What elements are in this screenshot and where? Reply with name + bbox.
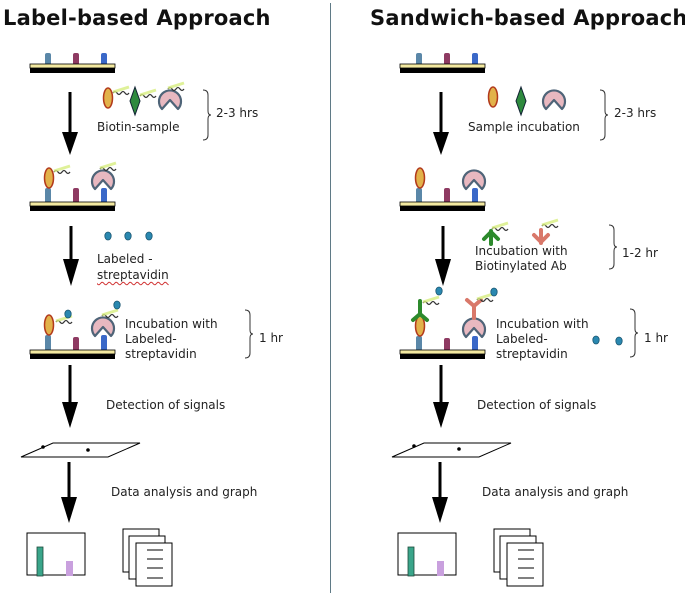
right-detection-plate [391, 442, 512, 458]
right-step1-label: Sample incubation [468, 120, 580, 134]
left-brace-1 [202, 89, 212, 141]
left-slide-3 [29, 300, 121, 360]
right-bar-graph-icon [397, 532, 457, 577]
left-step3-label-line2: Labeled- [125, 332, 177, 346]
right-step2-time: 1-2 hr [622, 246, 658, 260]
left-arrow-3 [62, 365, 78, 428]
left-panel-title: Label-based Approach [3, 6, 271, 30]
left-step1-time: 2-3 hrs [216, 106, 259, 120]
right-slide-3 [399, 286, 498, 360]
right-analysis-label: Data analysis and graph [482, 485, 629, 499]
left-step3-time: 1 hr [259, 331, 283, 345]
left-arrow-2 [63, 226, 79, 286]
right-arrow-2 [435, 226, 451, 286]
left-step2-label-line2: streptavidin [97, 268, 169, 282]
left-detection-plate [20, 442, 141, 458]
right-arrow-1 [433, 92, 449, 155]
right-step3-time: 1 hr [644, 331, 668, 345]
left-streptavidin-dots [104, 231, 153, 241]
right-documents-icon [493, 528, 544, 587]
right-slide-1 [399, 53, 486, 74]
right-sample-molecules [487, 85, 567, 117]
left-documents-icon [122, 528, 173, 587]
left-arrow-4 [61, 462, 77, 523]
right-biotinylated-antibodies [482, 218, 560, 246]
left-step1-label: Biotin-sample [97, 120, 180, 134]
left-slide-2 [29, 161, 118, 212]
left-step3-label-line1: Incubation with [125, 317, 218, 331]
left-step3-label-line3: streptavidin [125, 347, 197, 361]
left-arrow-1 [62, 92, 78, 155]
right-step2-label-line2: Biotinylated Ab [475, 259, 567, 273]
left-step2-label-line1: Labeled - [97, 252, 153, 266]
right-step3-label-line3: streptavidin [496, 347, 568, 361]
right-step3-label-line1: Incubation with [496, 317, 589, 331]
right-brace-3 [629, 308, 639, 358]
right-detection-label: Detection of signals [477, 398, 597, 412]
right-step3-label-line2: Labeled- [496, 332, 548, 346]
right-step1-time: 2-3 hrs [614, 106, 657, 120]
right-arrow-3 [433, 365, 449, 428]
left-biotin-sample-molecules [102, 81, 186, 117]
right-panel-title: Sandwich-based Approach [370, 6, 685, 30]
left-analysis-label: Data analysis and graph [111, 485, 258, 499]
left-slide-1 [29, 53, 116, 74]
left-bar-graph-icon [26, 532, 86, 577]
right-free-streptavidin-dots [592, 335, 623, 346]
right-slide-2 [399, 167, 487, 212]
right-brace-1 [599, 89, 609, 141]
left-brace-3 [244, 309, 254, 359]
right-brace-2 [608, 224, 618, 270]
right-arrow-4 [432, 462, 448, 523]
right-step2-label-line1: Incubation with [475, 244, 568, 258]
panel-divider [330, 3, 331, 593]
left-detection-label: Detection of signals [106, 398, 226, 412]
